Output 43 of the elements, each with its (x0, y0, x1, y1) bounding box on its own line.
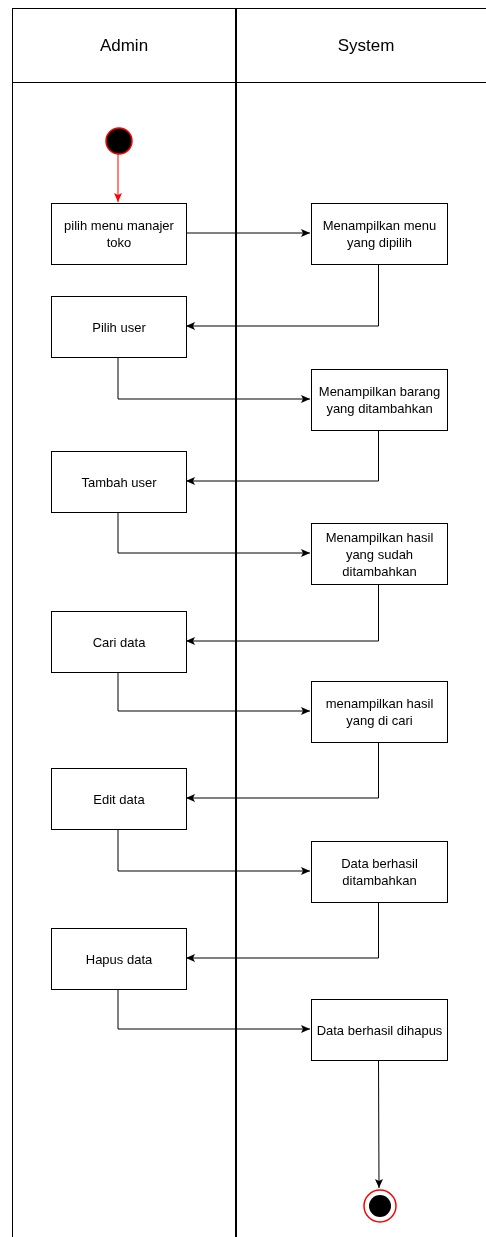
flow-arrow (117, 828, 311, 875)
flow-arrow (117, 511, 311, 557)
flow-arrow (185, 229, 311, 237)
end-node (363, 1189, 397, 1223)
flow-arrow (114, 153, 122, 203)
action-label: Menampilkan menu yang dipilih (321, 217, 438, 251)
action-box (311, 999, 448, 1061)
flow-arrow (185, 901, 379, 962)
swimlane (12, 8, 236, 1237)
action-label: Cari data (92, 633, 146, 651)
action-box (311, 203, 448, 265)
action-label: Hapus data (85, 950, 153, 968)
lane-title: System (337, 34, 395, 57)
action-label: Menampilkan hasil yang sudah ditambahkan (324, 528, 435, 580)
action-box (311, 841, 448, 903)
action-box (311, 681, 448, 743)
action-box (311, 369, 448, 431)
action-label: Edit data (93, 790, 145, 808)
action-box (51, 296, 187, 358)
flow-arrow (117, 356, 311, 403)
action-label: Tambah user (81, 473, 157, 491)
action-label: Pilih user (92, 318, 146, 336)
action-box (311, 523, 448, 585)
flow-arrow (117, 671, 311, 715)
action-label: menampilkan hasil yang di cari (324, 695, 435, 729)
flow-arrow (374, 1059, 383, 1189)
flow-arrow (185, 429, 379, 485)
flow-arrow (185, 263, 379, 330)
action-box (51, 928, 187, 990)
action-label: Data berhasil dihapus (316, 1021, 443, 1039)
flow-arrow (117, 988, 311, 1033)
action-box (51, 768, 187, 830)
action-label: pilih menu manajer toko (63, 217, 175, 251)
swimlane (236, 8, 486, 1237)
lane-title: Admin (99, 34, 149, 57)
action-box (51, 611, 187, 673)
action-label: Menampilkan barang yang ditambahkan (317, 383, 442, 417)
action-box (51, 203, 187, 265)
flow-arrow (185, 741, 379, 802)
start-node (105, 127, 133, 155)
flow-arrow (185, 583, 379, 645)
action-label: Data berhasil ditambahkan (340, 855, 419, 889)
action-box (51, 451, 187, 513)
